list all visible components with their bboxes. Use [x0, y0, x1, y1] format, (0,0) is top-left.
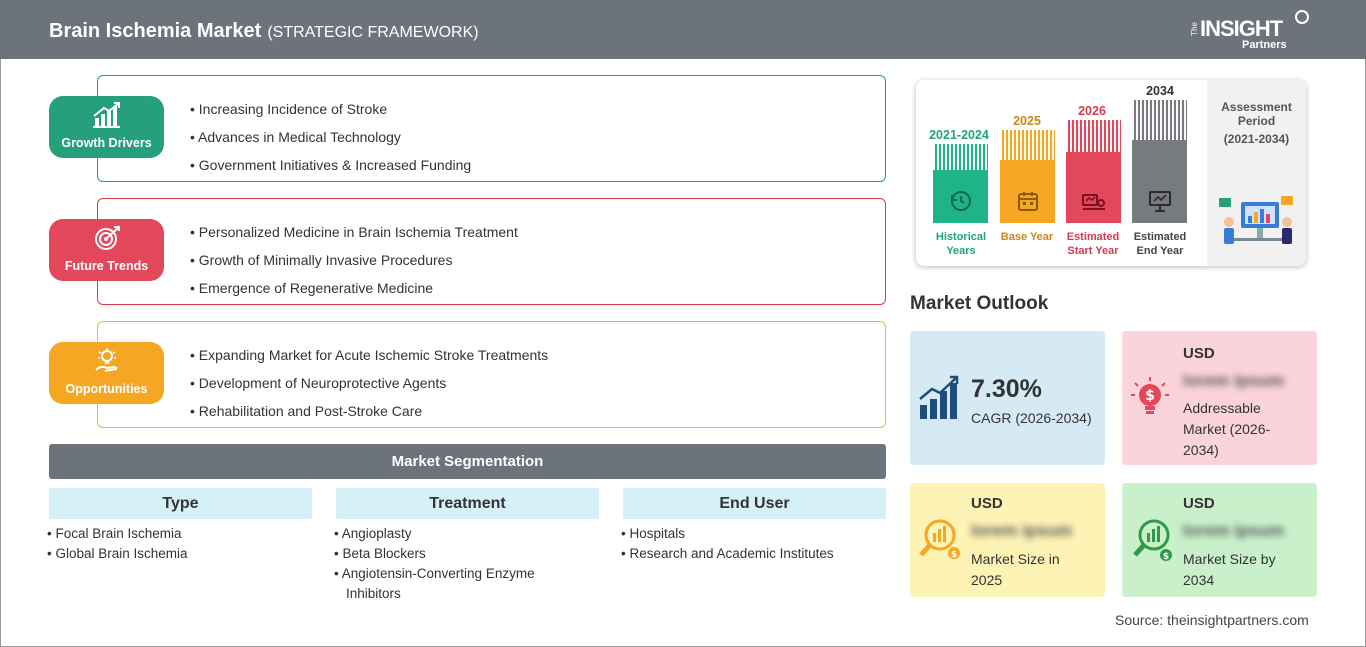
bar-stripes — [1132, 100, 1187, 140]
year-base: 2025 — [1013, 114, 1041, 128]
bar-start — [1066, 120, 1121, 223]
label-end: Estimated End Year — [1133, 231, 1187, 257]
growth-drivers-card: Increasing Incidence of Stroke Advances … — [97, 75, 886, 182]
addressable-label: Addressable Market (2026-2034) — [1183, 400, 1271, 458]
list-item: Rehabilitation and Post-Stroke Care — [190, 397, 548, 425]
addressable-market-box: $ USD lorem ipsum Addressable Market (20… — [1122, 331, 1317, 465]
segment-list-treatment: Angioplasty Beta Blockers Angiotensin-Co… — [334, 524, 584, 604]
bar-stripes — [1000, 130, 1055, 160]
logo-insight: INSIGHT — [1200, 16, 1283, 41]
title-text: Brain Ischemia Market — [49, 20, 262, 42]
history-clock-icon — [950, 191, 971, 211]
future-trends-tag: Future Trends — [49, 219, 164, 281]
list-item: Development of Neuroprotective Agents — [190, 369, 548, 397]
magnifier-chart-icon: $ — [919, 519, 960, 560]
segment-header-treatment: Treatment — [336, 488, 599, 519]
size-2025-currency: USD — [971, 495, 1003, 512]
future-trends-list: Personalized Medicine in Brain Ischemia … — [190, 218, 518, 302]
assessment-block: Assessment Period (2021-2034) — [1207, 80, 1306, 266]
assessment-label: Assessment Period — [1221, 100, 1292, 128]
market-outlook-title: Market Outlook — [910, 293, 1049, 314]
list-item: Angiotensin-Converting Enzyme Inhibitors — [334, 564, 584, 604]
bar-stripes — [933, 144, 988, 170]
logo-partners: Partners — [1242, 39, 1287, 51]
segment-header-type: Type — [49, 488, 312, 519]
list-item: Expanding Market for Acute Ischemic Stro… — [190, 341, 548, 369]
size-2025-label: Market Size in 2025 — [971, 551, 1060, 588]
insight-partners-logo: The INSIGHT Partners — [1190, 10, 1310, 54]
list-item: Emergence of Regenerative Medicine — [190, 274, 518, 302]
label-base: Base Year — [1000, 231, 1054, 243]
list-item: Government Initiatives & Increased Fundi… — [190, 151, 471, 179]
segment-header-end-user: End User — [623, 488, 886, 519]
target-icon — [49, 225, 164, 251]
opportunities-tag: Opportunities — [49, 342, 164, 404]
growth-bars-icon — [919, 375, 959, 419]
segment-list-type: Focal Brain Ischemia Global Brain Ischem… — [47, 524, 307, 564]
list-item: Advances in Medical Technology — [190, 123, 471, 151]
cagr-label: CAGR (2026-2034) — [971, 410, 1092, 426]
year-historical: 2021-2024 — [929, 128, 989, 142]
list-item: Focal Brain Ischemia — [47, 524, 307, 544]
logo-the: The — [1190, 22, 1199, 36]
year-end: 2034 — [1146, 84, 1174, 98]
size-2034-currency: USD — [1183, 495, 1215, 512]
label-start: Estimated Start Year — [1066, 231, 1120, 257]
source-credit: Source: theinsightpartners.com — [1115, 612, 1309, 628]
idea-hand-icon — [49, 348, 164, 374]
future-trends-card: Personalized Medicine in Brain Ischemia … — [97, 198, 886, 305]
market-size-2025-box: $ USD lorem ipsum Market Size in 2025 — [910, 483, 1105, 597]
bar-historical — [933, 144, 988, 223]
bar-stripes — [1066, 120, 1121, 152]
size-2034-label: Market Size by 2034 — [1183, 551, 1276, 588]
list-item: Hospitals — [621, 524, 886, 544]
logo-ring-icon — [1295, 10, 1309, 24]
list-item: Personalized Medicine in Brain Ischemia … — [190, 218, 518, 246]
opportunities-list: Expanding Market for Acute Ischemic Stro… — [190, 341, 548, 425]
header-bar: Brain Ischemia Market (STRATEGIC FRAMEWOR… — [0, 0, 1366, 59]
size-2034-value: lorem ipsum — [1183, 521, 1285, 540]
size-2025-value: lorem ipsum — [971, 521, 1073, 540]
market-size-2034-box: $ USD lorem ipsum Market Size by 2034 — [1122, 483, 1317, 597]
dollar-bulb-icon: $ — [1131, 377, 1169, 414]
market-segmentation-bar: Market Segmentation — [49, 444, 886, 479]
presentation-icon — [1148, 191, 1171, 212]
list-item: Global Brain Ischemia — [47, 544, 307, 564]
assessment-range: (2021-2034) — [1223, 132, 1290, 146]
bar-end — [1132, 100, 1187, 223]
svg-text:$: $ — [1145, 388, 1155, 404]
growth-chart-icon — [49, 102, 164, 128]
addressable-value: lorem ipsum — [1183, 371, 1285, 390]
segment-list-end-user: Hospitals Research and Academic Institut… — [621, 524, 886, 564]
page-subtitle: (STRATEGIC FRAMEWORK) — [267, 24, 479, 41]
list-item: Growth of Minimally Invasive Procedures — [190, 246, 518, 274]
page-title: Brain Ischemia Market (STRATEGIC FRAMEWOR… — [49, 20, 479, 43]
start-flag-icon — [1081, 194, 1105, 210]
analyst-desk-icon — [1219, 196, 1293, 244]
list-item: Research and Academic Institutes — [621, 544, 886, 564]
label-historical: Historical Years — [935, 231, 987, 257]
growth-drivers-tag: Growth Drivers — [49, 96, 164, 158]
calendar-icon — [1017, 192, 1038, 211]
svg-text:$: $ — [1163, 552, 1169, 562]
list-item: Angioplasty — [334, 524, 584, 544]
future-trends-label: Future Trends — [64, 259, 149, 273]
magnifier-chart-icon: $ — [1133, 519, 1172, 562]
svg-text:$: $ — [951, 550, 957, 560]
cagr-value: 7.30% — [971, 375, 1042, 403]
year-start: 2026 — [1078, 104, 1106, 118]
cagr-box: 7.30% CAGR (2026-2034) — [910, 331, 1105, 465]
opportunities-label: Opportunities — [65, 382, 148, 396]
addressable-currency: USD — [1183, 345, 1215, 362]
list-item: Beta Blockers — [334, 544, 584, 564]
opportunities-card: Expanding Market for Acute Ischemic Stro… — [97, 321, 886, 428]
assessment-period-panel: Assessment Period (2021-2034) 2021-2024 … — [916, 80, 1306, 266]
bar-base — [1000, 130, 1055, 223]
growth-drivers-list: Increasing Incidence of Stroke Advances … — [190, 95, 471, 179]
list-item: Increasing Incidence of Stroke — [190, 95, 471, 123]
growth-drivers-label: Growth Drivers — [61, 136, 152, 150]
